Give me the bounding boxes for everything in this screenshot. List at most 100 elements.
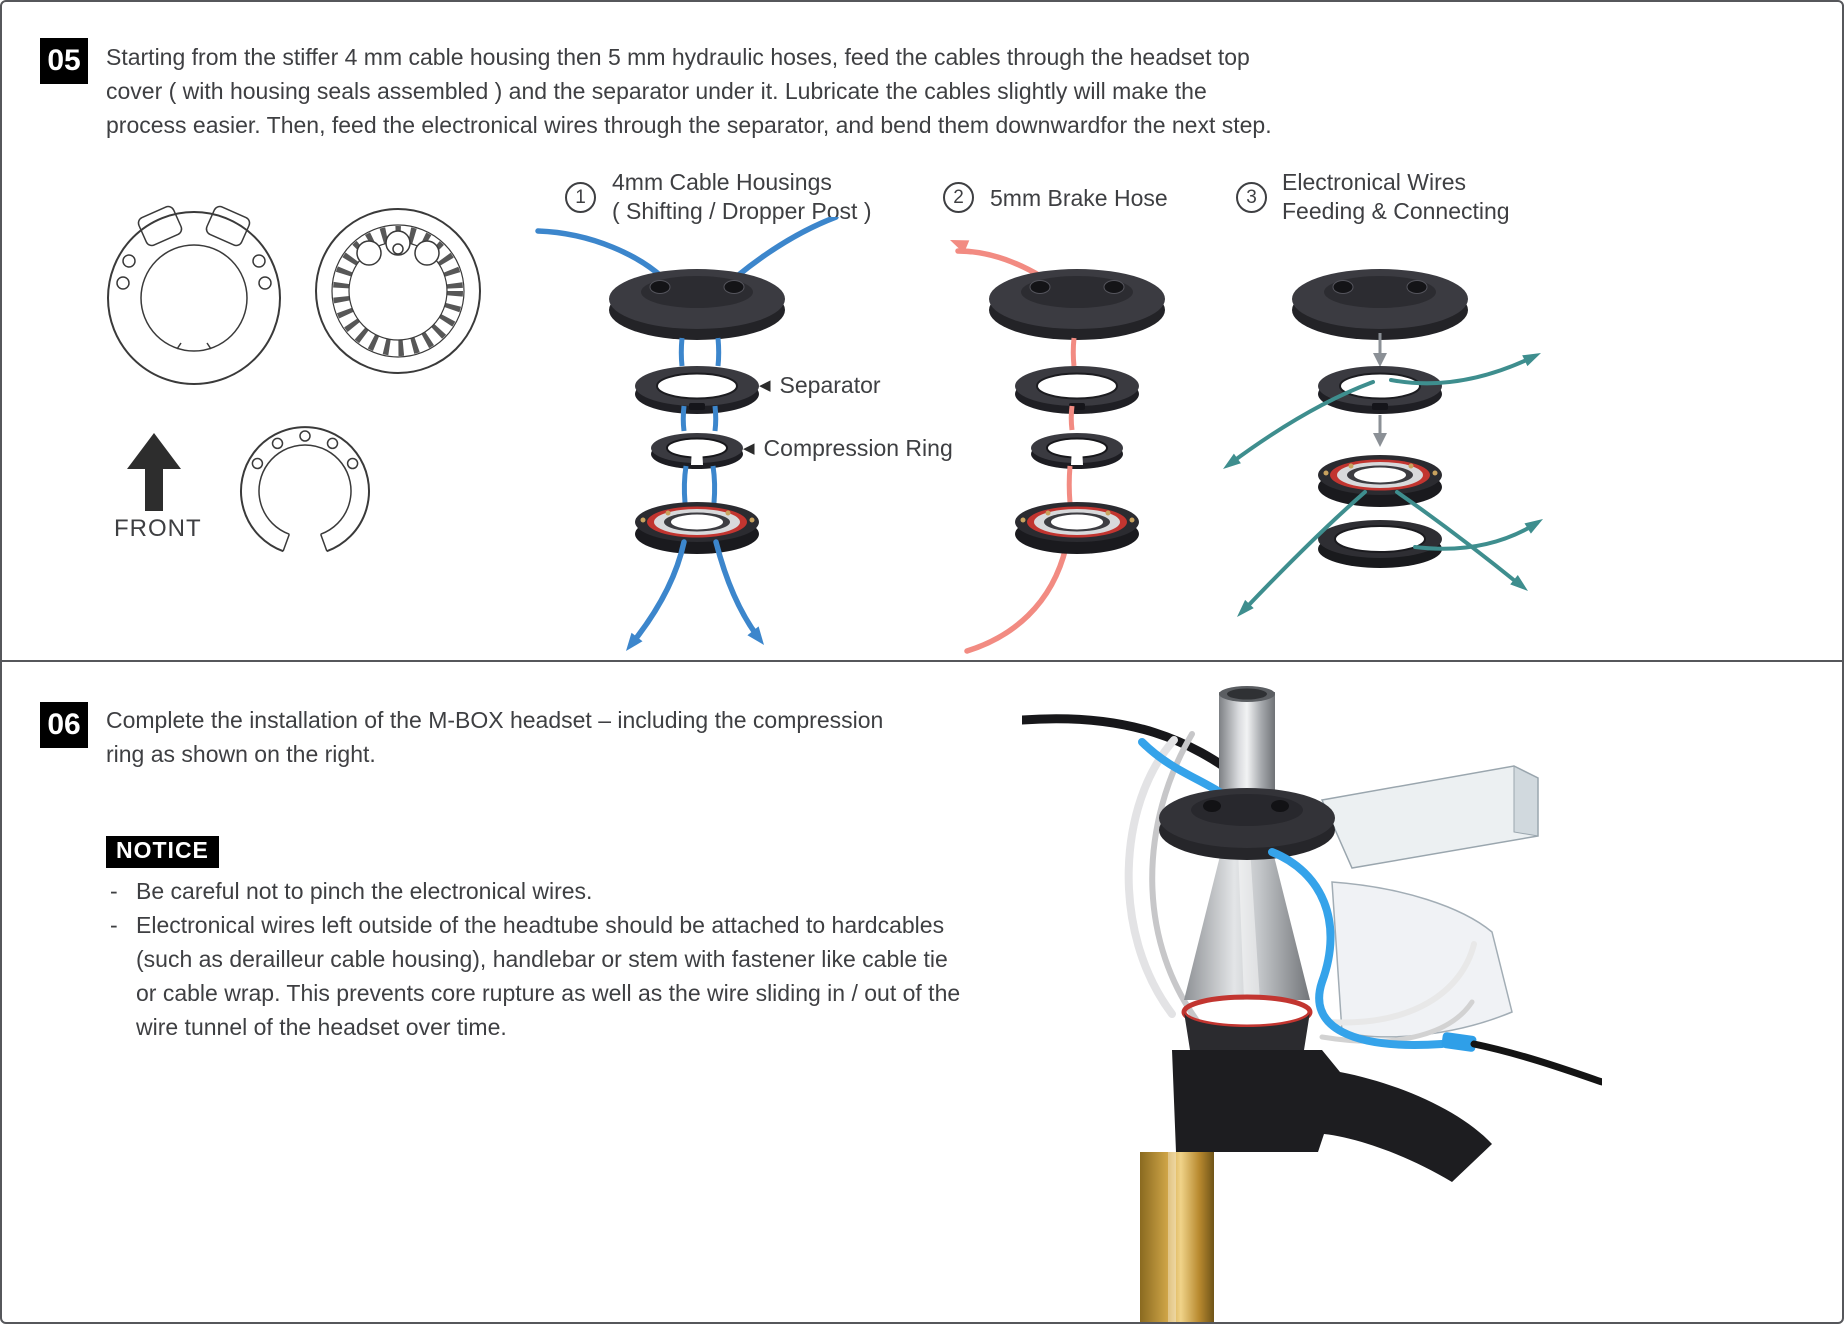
exploded-view-electronical-wires (1223, 269, 1543, 617)
wire-path (1243, 490, 1367, 611)
arrow-head-icon (950, 240, 970, 254)
step-06-number-badge: 06 (40, 702, 88, 748)
item-1-title-line1: 4mm Cable Housings (612, 169, 832, 195)
white-wire (1324, 941, 1477, 1026)
front-label: FRONT (114, 515, 202, 542)
cable-path (733, 217, 839, 280)
item-3-title-line1: Electronical Wires (1282, 169, 1467, 195)
black-wire (1470, 1040, 1602, 1086)
white-cable (1124, 736, 1178, 1018)
arrow-head-icon (1237, 599, 1254, 617)
steerer-cone-highlight (1238, 848, 1260, 1000)
notice-item-text: wire tunnel of the headset over time. (136, 1014, 507, 1040)
headset-top-cover-photo (1159, 788, 1335, 860)
notice-item-text: or cable wrap. This prevents core ruptur… (136, 980, 961, 1006)
headset-parts-lineart (107, 205, 481, 553)
lower-cup-ring (1318, 520, 1442, 568)
black-cable (1022, 714, 1245, 783)
headset-top-cover (989, 269, 1165, 340)
cable-path (680, 405, 719, 432)
wire-path (1229, 380, 1375, 465)
step-06-instruction: Complete the installation of the M-BOX h… (106, 703, 986, 771)
notice-list: - Be careful not to pinch the electronic… (110, 874, 1010, 1044)
compression-ring-callout: ◀ Compression Ring (743, 435, 953, 462)
compression-ring (1031, 433, 1123, 469)
notice-item-continuation: wire tunnel of the headset over time. (110, 1010, 1010, 1044)
separator-callout-label: Separator (779, 372, 881, 398)
compression-ring-drawing (240, 426, 370, 553)
wire-path (1395, 490, 1522, 587)
notice-item-continuation: (such as derailleur cable housing), hand… (110, 942, 1010, 976)
step-05-number-badge: 05 (40, 38, 88, 84)
exploded-view-brake-hose (950, 240, 1165, 654)
separator-ring (1318, 366, 1442, 414)
bullet-dash: - (110, 912, 118, 938)
compression-ring (651, 433, 743, 469)
arrow-head-icon (1524, 519, 1543, 534)
exploded-view-cable-housings (535, 217, 839, 651)
headset-top-cover (1292, 269, 1468, 340)
transparent-stem (1320, 765, 1539, 869)
separator-ring (1015, 366, 1139, 414)
fork-stanchion-highlight (1168, 1152, 1176, 1322)
hose-path (955, 248, 1045, 280)
step-item-2-number: 2 (943, 182, 974, 213)
bullet-dash: - (110, 878, 118, 904)
bearing (635, 502, 759, 554)
white-wire (1319, 999, 1475, 1044)
bearing (1015, 502, 1139, 554)
assembly-direction-arrow-icon (1373, 333, 1387, 367)
instruction-line: cover ( with housing seals assembled ) a… (106, 78, 1207, 104)
arrow-head-icon (1510, 575, 1528, 591)
assembly-direction-arrow-icon (1373, 415, 1387, 447)
top-cover-top-view (107, 205, 281, 385)
front-arrow-icon (127, 433, 181, 511)
left-pointer-icon: ◀ (743, 440, 755, 457)
instruction-line: Starting from the stiffer 4 mm cable hou… (106, 44, 1250, 70)
left-pointer-icon: ◀ (759, 377, 771, 394)
bearing (1318, 455, 1442, 507)
cable-path (713, 539, 761, 640)
wire-path (1413, 521, 1539, 551)
arrow-head-icon (1522, 353, 1541, 367)
separator-callout: ◀ Separator (759, 372, 881, 399)
hose-path (1068, 405, 1075, 431)
item-2-title: 5mm Brake Hose (990, 185, 1168, 211)
notice-item-continuation: or cable wrap. This prevents core ruptur… (110, 976, 1010, 1010)
item-3-title: Electronical Wires Feeding & Connecting (1282, 168, 1510, 226)
fork-stanchion-gold (1140, 1152, 1214, 1322)
separator-top-view (315, 208, 481, 374)
notice-chip: NOTICE (106, 836, 219, 868)
step-05-instruction: Starting from the stiffer 4 mm cable hou… (106, 40, 1346, 142)
hose-path (1066, 465, 1073, 504)
arrow-head-icon (626, 632, 643, 651)
arrow-head-icon (1223, 453, 1241, 469)
notice-item-text: Be careful not to pinch the electronical… (136, 878, 593, 904)
wire-path (1389, 355, 1535, 386)
instruction-line: Complete the installation of the M-BOX h… (106, 707, 884, 733)
blue-cable (1268, 848, 1446, 1049)
notice-item-text: Electronical wires left outside of the h… (136, 912, 945, 938)
notice-item: - Electronical wires left outside of the… (110, 908, 1010, 942)
arrow-head-icon (747, 626, 764, 645)
transparent-spacer-funnel (1331, 881, 1513, 1038)
cable-path (535, 228, 665, 280)
lower-seal-ring (1181, 994, 1313, 1030)
instruction-line: process easier. Then, feed the electroni… (106, 112, 1272, 138)
steerer-cone (1184, 848, 1310, 1000)
step-item-3-number: 3 (1236, 182, 1267, 213)
cable-path (678, 337, 722, 367)
installed-headset-render (1022, 686, 1602, 1322)
separator-ring (635, 366, 759, 414)
compression-ring-callout-label: Compression Ring (763, 435, 953, 461)
hose-path (1070, 337, 1077, 367)
cable-path (681, 465, 718, 504)
instruction-line: ring as shown on the right. (106, 741, 376, 767)
headset-top-cover (609, 269, 785, 340)
notice-label: NOTICE (106, 836, 219, 868)
notice-item: - Be careful not to pinch the electronic… (110, 874, 1010, 908)
steerer-tube-bore (1227, 688, 1267, 700)
notice-item-text: (such as derailleur cable housing), hand… (136, 946, 948, 972)
item-3-title-line2: Feeding & Connecting (1282, 198, 1510, 224)
